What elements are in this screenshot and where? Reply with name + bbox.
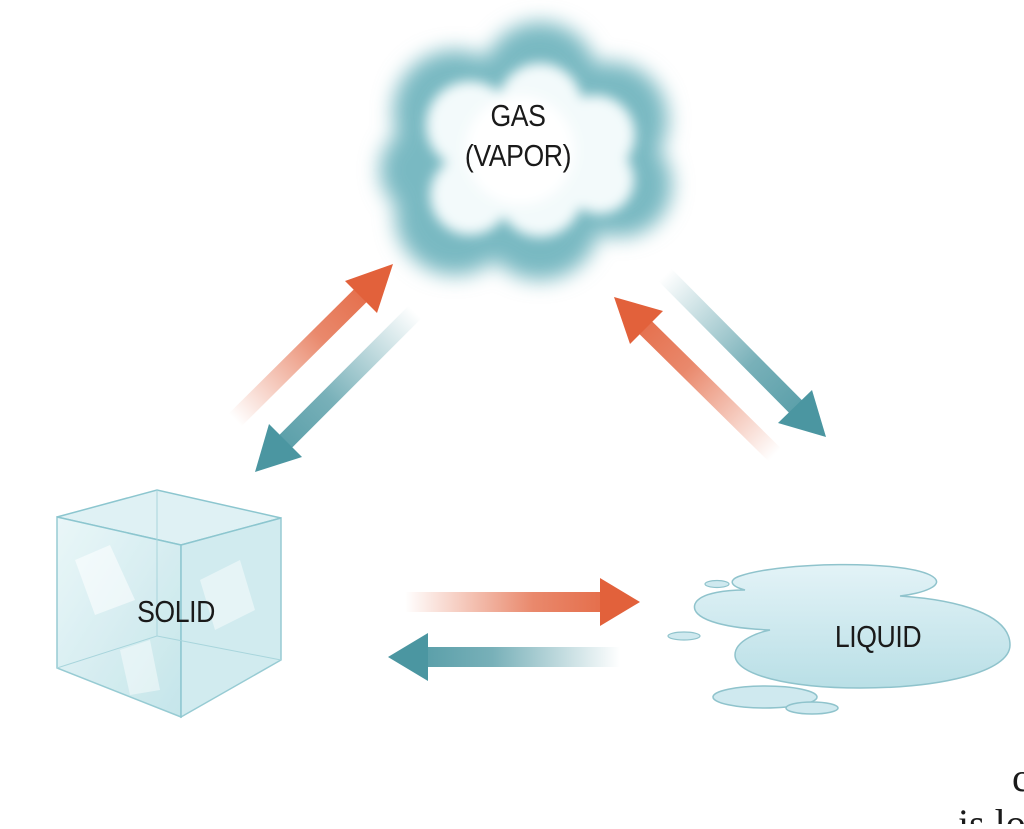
arrow-gas-to-liquid xyxy=(658,268,826,437)
arrow-solid-to-liquid xyxy=(405,578,640,626)
arrow-solid-to-gas xyxy=(228,264,393,427)
liquid-puddle xyxy=(667,563,1011,715)
cropped-text-line2: is lo xyxy=(958,801,1024,824)
gas-cloud xyxy=(380,22,672,280)
arrow-gas-to-solid xyxy=(255,305,422,472)
gas-label-line2: (VAPOR) xyxy=(464,138,572,173)
gas-label-line1: GAS xyxy=(490,98,546,133)
arrow-liquid-to-solid xyxy=(388,633,620,681)
arrow-liquid-to-gas xyxy=(614,297,782,462)
gas-label: GAS (VAPOR) xyxy=(432,96,604,176)
solid-ice-cube xyxy=(56,489,282,719)
solid-label: SOLID xyxy=(137,594,215,629)
liquid-label: LIQUID xyxy=(834,619,922,654)
cropped-text-line1: c xyxy=(1012,758,1024,798)
